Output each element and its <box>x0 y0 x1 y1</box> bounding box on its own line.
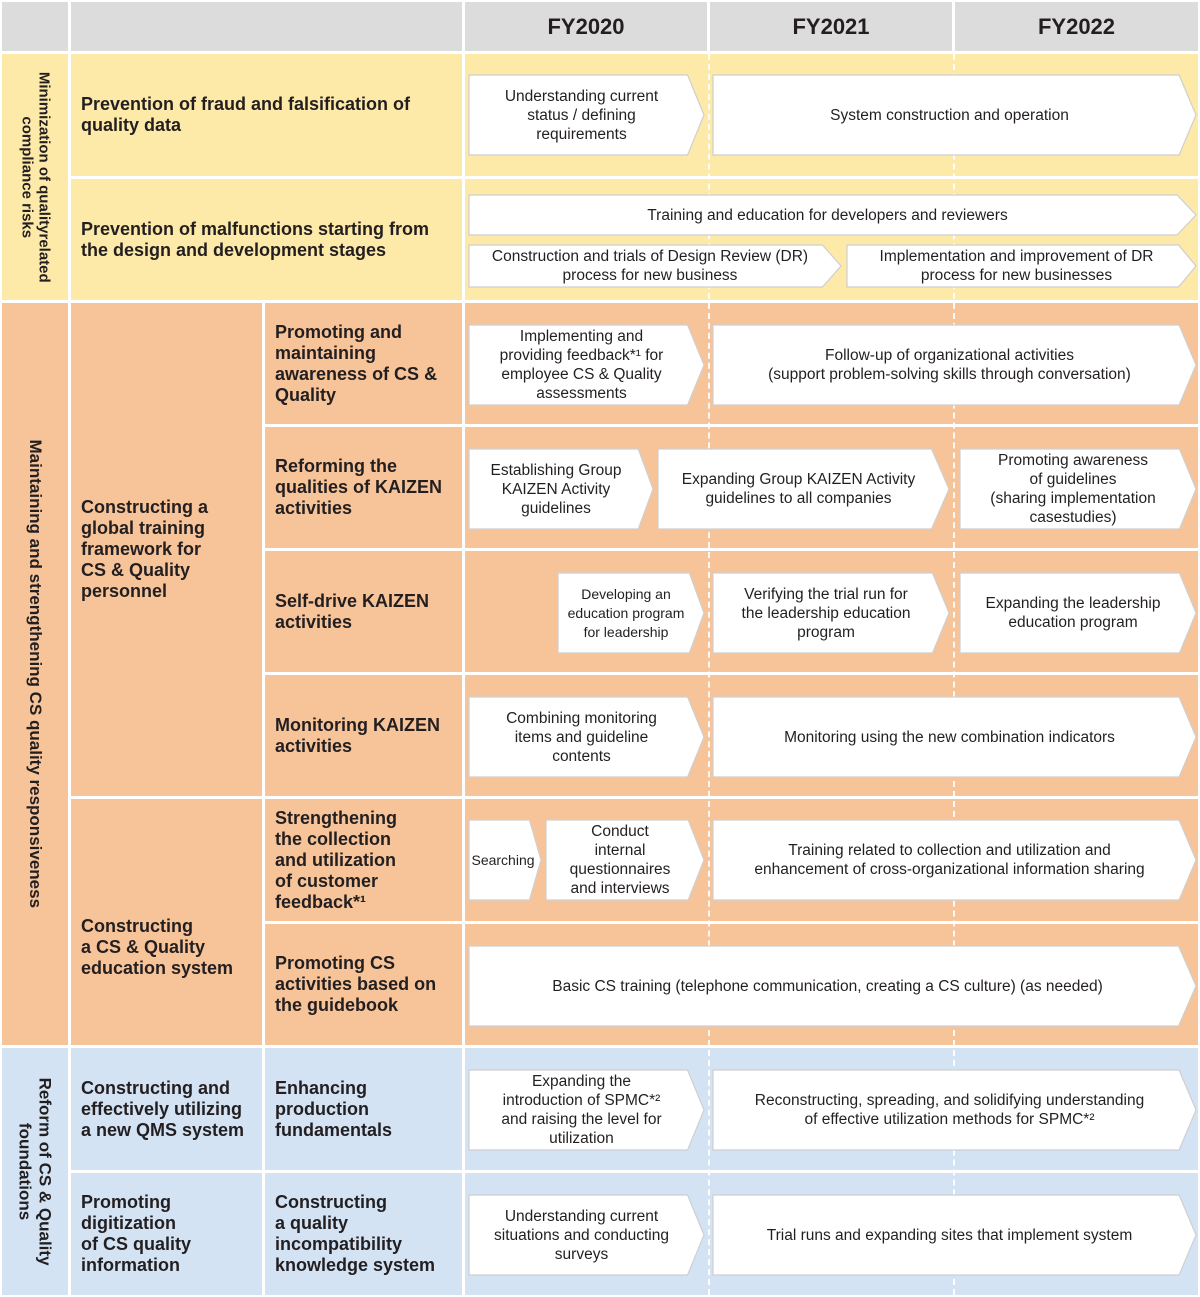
row-label-malfunction: Prevention of malfunctions starting from… <box>71 179 462 300</box>
header-blank-group <box>2 2 68 51</box>
task-arrow-incompat-2: Trial runs and expanding sites that impl… <box>713 1195 1196 1275</box>
task-arrow-feedback-1: Searching <box>469 820 541 900</box>
year-header-fy2022: FY2022 <box>955 2 1198 51</box>
task-arrow-mal-dr-1: Construction and trials of Design Review… <box>469 245 841 287</box>
row-label-digitization: Promoting digitization of CS quality inf… <box>71 1173 262 1295</box>
row-label-monitoring: Monitoring KAIZEN activities <box>265 675 462 796</box>
row-label-global-training: Constructing a global training framework… <box>71 303 262 796</box>
row-label-production: Enhancing production fundamentals <box>265 1048 462 1170</box>
task-arrow-monitoring-1: Combining monitoring items and guideline… <box>469 697 704 777</box>
year-divider-2022 <box>953 54 955 1295</box>
row-label-feedback: Strengthening the collection and utiliza… <box>265 799 462 921</box>
header-blank-label <box>71 2 462 51</box>
row-label-self-drive: Self-drive KAIZEN activities <box>265 551 462 672</box>
task-arrow-feedback-3: Training related to collection and utili… <box>713 820 1196 900</box>
task-arrow-selfdrive-1: Developing an education program for lead… <box>558 573 704 653</box>
group-label-reform: Reform of CS & Quality foundations <box>2 1048 68 1295</box>
task-arrow-kaizen-2: Expanding Group KAIZEN Activity guidelin… <box>658 449 949 529</box>
group-label-compliance: Minimization of qualityrelated complianc… <box>2 54 68 300</box>
task-arrow-incompat-1: Understanding current situations and con… <box>469 1195 704 1275</box>
task-arrow-mal-training: Training and education for developers an… <box>469 195 1196 235</box>
row-label-fraud: Prevention of fraud and falsification of… <box>71 54 462 176</box>
task-arrow-selfdrive-3: Expanding the leadership education progr… <box>960 573 1196 653</box>
task-arrow-awareness-1: Implementing and providing feedback*¹ fo… <box>469 325 704 405</box>
task-arrow-production-1: Expanding the introduction of SPMC*² and… <box>469 1070 704 1150</box>
row-label-kaizen-reform: Reforming the qualities of KAIZEN activi… <box>265 427 462 548</box>
task-arrow-kaizen-1: Establishing Group KAIZEN Activity guide… <box>469 449 653 529</box>
task-arrow-kaizen-3: Promoting awareness of guidelines (shari… <box>960 449 1196 529</box>
year-header-fy2020: FY2020 <box>465 2 707 51</box>
task-arrow-production-2: Reconstructing, spreading, and solidifyi… <box>713 1070 1196 1150</box>
row-label-education-system: Constructing a CS & Quality education sy… <box>71 799 262 1045</box>
task-arrow-selfdrive-2: Verifying the trial run for the leadersh… <box>713 573 949 653</box>
task-arrow-fraud-1: Understanding current status / defining … <box>469 75 704 155</box>
row-label-guidebook: Promoting CS activities based on the gui… <box>265 924 462 1045</box>
task-arrow-fraud-2: System construction and operation <box>713 75 1196 155</box>
row-label-awareness: Promoting and maintaining awareness of C… <box>265 303 462 424</box>
task-arrow-awareness-2: Follow-up of organizational activities (… <box>713 325 1196 405</box>
task-arrow-guidebook-1: Basic CS training (telephone communicati… <box>469 946 1196 1026</box>
task-arrow-feedback-2: Conduct internal questionnaires and inte… <box>546 820 704 900</box>
year-header-fy2021: FY2021 <box>710 2 952 51</box>
row-label-incompatibility: Constructing a quality incompatibility k… <box>265 1173 462 1295</box>
group-label-cs: Maintaining and strengthening CS quality… <box>2 303 68 1045</box>
task-arrow-monitoring-2: Monitoring using the new combination ind… <box>713 697 1196 777</box>
row-label-qms: Constructing and effectively utilizing a… <box>71 1048 262 1170</box>
task-arrow-mal-dr-2: Implementation and improvement of DR pro… <box>847 245 1196 287</box>
year-divider-2021 <box>708 54 710 1295</box>
